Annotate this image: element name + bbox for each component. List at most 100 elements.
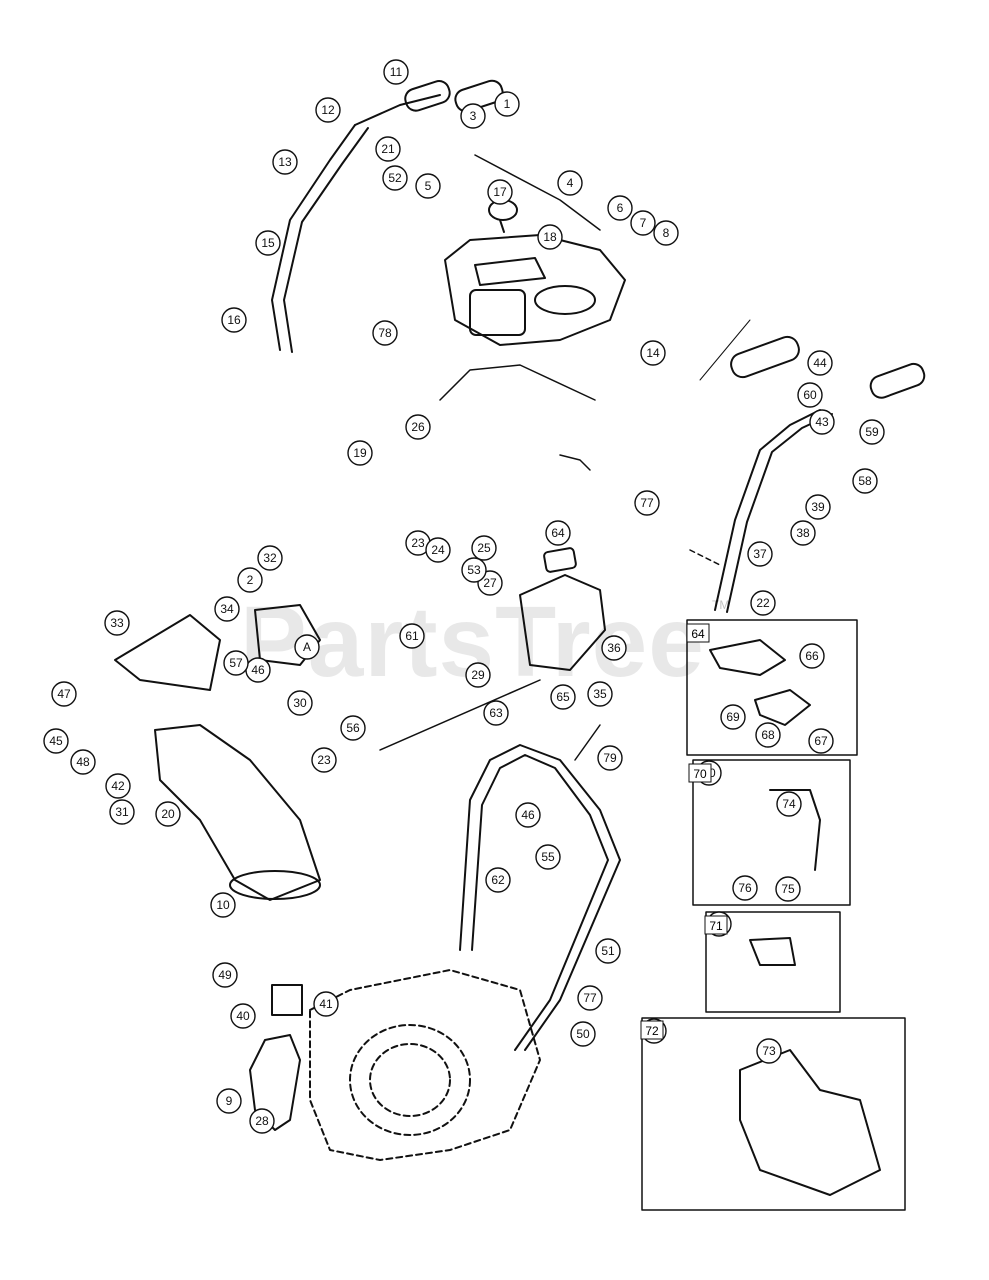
callout-12: 12 bbox=[315, 97, 341, 123]
callout-35: 35 bbox=[587, 681, 613, 707]
callout-24: 24 bbox=[425, 537, 451, 563]
callout-78: 78 bbox=[372, 320, 398, 346]
callout-label: 28 bbox=[255, 1114, 269, 1128]
callout-label: 33 bbox=[110, 616, 124, 630]
callout-label: 44 bbox=[813, 356, 827, 370]
callout-label: 19 bbox=[353, 446, 367, 460]
callout-66: 66 bbox=[799, 643, 825, 669]
inset-label-72: 72 bbox=[640, 1020, 664, 1040]
callout-57: 57 bbox=[223, 650, 249, 676]
callout-7: 7 bbox=[630, 210, 656, 236]
callout-label: 68 bbox=[761, 728, 775, 742]
callout-8: 8 bbox=[653, 220, 679, 246]
callout-17: 17 bbox=[487, 179, 513, 205]
callout-label: 18 bbox=[543, 230, 557, 244]
callout-21: 21 bbox=[375, 136, 401, 162]
callout-label: 47 bbox=[57, 687, 71, 701]
callout-label: 9 bbox=[226, 1094, 233, 1108]
callout-label: 38 bbox=[796, 526, 810, 540]
callout-56: 56 bbox=[340, 715, 366, 741]
callout-69: 69 bbox=[720, 704, 746, 730]
callout-label: 25 bbox=[477, 541, 491, 555]
callout-label: 40 bbox=[236, 1009, 250, 1023]
callout-label: 77 bbox=[640, 496, 654, 510]
callout-label: 67 bbox=[814, 734, 828, 748]
callout-33: 33 bbox=[104, 610, 130, 636]
callout-label: 29 bbox=[471, 668, 485, 682]
callout-label: 74 bbox=[782, 797, 796, 811]
callout-label: 35 bbox=[593, 687, 607, 701]
callout-label: 45 bbox=[49, 734, 63, 748]
callout-46b: 46 bbox=[515, 802, 541, 828]
callout-39: 39 bbox=[805, 494, 831, 520]
callout-38: 38 bbox=[790, 520, 816, 546]
callout-label: 46 bbox=[251, 663, 265, 677]
callout-10: 10 bbox=[210, 892, 236, 918]
callout-label: 17 bbox=[493, 185, 507, 199]
callout-label: A bbox=[303, 640, 311, 654]
callout-label: 62 bbox=[491, 873, 505, 887]
callout-label: 4 bbox=[567, 176, 574, 190]
callout-1: 1 bbox=[494, 91, 520, 117]
callout-label: 7 bbox=[640, 216, 647, 230]
callout-40: 40 bbox=[230, 1003, 256, 1029]
callout-label: 2 bbox=[247, 573, 254, 587]
callout-74: 74 bbox=[776, 791, 802, 817]
callout-label: 5 bbox=[425, 179, 432, 193]
callout-49: 49 bbox=[212, 962, 238, 988]
callout-46: 46 bbox=[245, 657, 271, 683]
callout-36: 36 bbox=[601, 635, 627, 661]
callout-label: 55 bbox=[541, 850, 555, 864]
callout-61: 61 bbox=[399, 623, 425, 649]
callout-label: 39 bbox=[811, 500, 825, 514]
callout-45: 45 bbox=[43, 728, 69, 754]
callout-label: 58 bbox=[858, 474, 872, 488]
callout-14: 14 bbox=[640, 340, 666, 366]
inset-label-64: 64 bbox=[686, 623, 710, 643]
callout-32: 32 bbox=[257, 545, 283, 571]
callout-65: 65 bbox=[550, 684, 576, 710]
callout-label: 52 bbox=[388, 171, 402, 185]
callout-label: 15 bbox=[261, 236, 275, 250]
callout-53: 53 bbox=[461, 557, 487, 583]
callout-label: 37 bbox=[753, 547, 767, 561]
callout-label: 78 bbox=[378, 326, 392, 340]
callout-label: 30 bbox=[293, 696, 307, 710]
callout-64: 64 bbox=[545, 520, 571, 546]
callout-50: 50 bbox=[570, 1021, 596, 1047]
callout-6: 6 bbox=[607, 195, 633, 221]
callout-60: 60 bbox=[797, 382, 823, 408]
callout-label: 23 bbox=[411, 536, 425, 550]
callout-label: 36 bbox=[607, 641, 621, 655]
callout-73: 73 bbox=[756, 1038, 782, 1064]
callout-5: 5 bbox=[415, 173, 441, 199]
callout-label: 43 bbox=[815, 415, 829, 429]
callout-label: 3 bbox=[470, 109, 477, 123]
callout-16: 16 bbox=[221, 307, 247, 333]
callout-label: 46 bbox=[521, 808, 535, 822]
callout-label: 31 bbox=[115, 805, 129, 819]
callout-44: 44 bbox=[807, 350, 833, 376]
svg-text:64: 64 bbox=[691, 627, 705, 641]
callout-31: 31 bbox=[109, 799, 135, 825]
callout-13: 13 bbox=[272, 149, 298, 175]
callout-79: 79 bbox=[597, 745, 623, 771]
callout-label: 20 bbox=[161, 807, 175, 821]
callout-label: 48 bbox=[76, 755, 90, 769]
callout-55: 55 bbox=[535, 844, 561, 870]
callout-47: 47 bbox=[51, 681, 77, 707]
callout-label: 76 bbox=[738, 881, 752, 895]
callout-4: 4 bbox=[557, 170, 583, 196]
svg-text:72: 72 bbox=[645, 1024, 659, 1038]
callout-label: 10 bbox=[216, 898, 230, 912]
callout-label: 32 bbox=[263, 551, 277, 565]
callout-label: 8 bbox=[663, 226, 670, 240]
callout-label: 26 bbox=[411, 420, 425, 434]
callout-label: 75 bbox=[781, 882, 795, 896]
callout-label: 66 bbox=[805, 649, 819, 663]
callout-label: 64 bbox=[551, 526, 565, 540]
callout-51: 51 bbox=[595, 938, 621, 964]
callout-3: 3 bbox=[460, 103, 486, 129]
callout-22: 22 bbox=[750, 590, 776, 616]
callout-label: 16 bbox=[227, 313, 241, 327]
